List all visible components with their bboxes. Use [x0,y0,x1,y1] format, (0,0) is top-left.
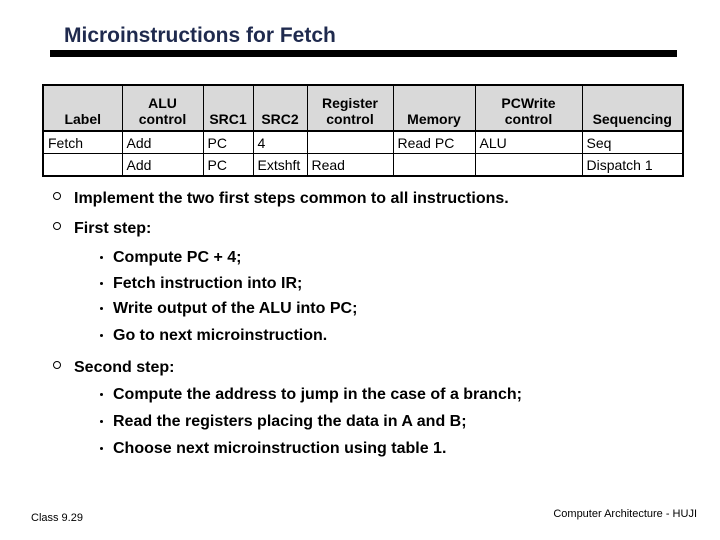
sub-bullet-text: Fetch instruction into IR; [113,275,303,292]
bullet-list: Implement the two first steps common to … [53,188,683,478]
ring-bullet-icon [53,192,61,200]
cell-sequencing: Seq [581,130,684,154]
cell-src2: Extshft [252,153,308,177]
cell-pcwrite-control: ALU [474,130,583,154]
ring-bullet-icon [53,361,61,369]
cell-alu-control: Add [121,130,204,154]
bullet-item: Second step: [53,358,174,378]
column-header-pcwrite-control: PCWrite control [474,84,583,132]
sub-bullet-text: Write output of the ALU into PC; [113,300,358,317]
cell-memory: Read PC [392,130,476,154]
page-title: Microinstructions for Fetch [64,24,336,47]
column-header-src2: SRC2 [252,84,308,132]
dot-bullet-icon [100,282,103,285]
cell-src1: PC [202,153,254,177]
cell-alu-control: Add [121,153,204,177]
table-row: Fetch Add PC 4 Read PC ALU Seq [42,130,684,154]
sub-bullet-text: Choose next microinstruction using table… [113,440,447,457]
cell-sequencing: Dispatch 1 [581,153,684,177]
sub-bullet-text: Compute PC + 4; [113,249,242,266]
bullet-text: Second step: [74,359,175,376]
cell-src1: PC [202,130,254,154]
bullet-item: First step: [53,219,151,239]
cell-register-control [306,130,394,154]
dot-bullet-icon [100,447,103,450]
cell-label: Fetch [42,130,123,154]
slide-number: Class 9.29 [31,512,83,524]
bullet-item: Implement the two first steps common to … [53,189,509,209]
cell-memory [392,153,476,177]
cell-src2: 4 [252,130,308,154]
dot-bullet-icon [100,256,103,259]
dot-bullet-icon [100,307,103,310]
column-header-src1: SRC1 [202,84,254,132]
bullet-text: First step: [74,220,152,237]
title-underline-rule [50,50,677,57]
sub-bullet-text: Read the registers placing the data in A… [113,413,467,430]
dot-bullet-icon [100,393,103,396]
course-name: Computer Architecture - HUJI [553,508,697,520]
dot-bullet-icon [100,420,103,423]
cell-pcwrite-control [474,153,583,177]
table-row: Add PC Extshft Read Dispatch 1 [42,153,684,177]
ring-bullet-icon [53,222,61,230]
column-header-alu-control: ALU control [121,84,204,132]
column-header-label: Label [42,84,123,132]
dot-bullet-icon [100,334,103,337]
cell-label [42,153,123,177]
column-header-memory: Memory [392,84,476,132]
cell-register-control: Read [306,153,394,177]
bullet-text: Implement the two first steps common to … [74,190,509,207]
microinstruction-table-container: Label ALU control SRC1 SRC2 Register con… [42,84,684,177]
table-header-row: Label ALU control SRC1 SRC2 Register con… [42,84,684,132]
sub-bullet-text: Compute the address to jump in the case … [113,386,522,403]
sub-bullet-text: Go to next microinstruction. [113,327,328,344]
column-header-sequencing: Sequencing [581,84,684,132]
column-header-register-control: Register control [306,84,394,132]
microinstruction-table: Label ALU control SRC1 SRC2 Register con… [42,84,684,177]
